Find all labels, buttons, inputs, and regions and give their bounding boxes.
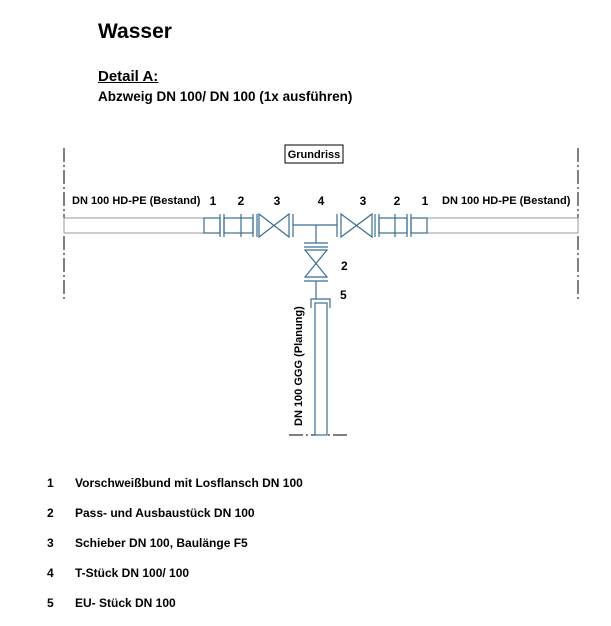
marker: 2 (238, 194, 245, 208)
diagram-stroke: 1 2 3 4 3 2 1 2 5 (210, 194, 429, 302)
right-pipe-label: DN 100 HD-PE (Bestand) (442, 195, 571, 207)
branch-pipe (314, 302, 328, 436)
legend-number: 4 (47, 566, 54, 580)
detail-subtitle: Abzweig DN 100/ DN 100 (1x ausführen) (98, 89, 353, 104)
view-label-box (284, 144, 344, 164)
marker: 5 (340, 288, 347, 302)
legend-number: 1 (47, 476, 54, 490)
eu-piece (310, 298, 331, 308)
gate-valve-right (340, 212, 373, 239)
branch-pipe-label: DN 100 GGG (Planung) (293, 306, 305, 426)
legend-number: 2 (47, 506, 54, 520)
marker: 2 (394, 194, 401, 208)
flange-collar-left (203, 217, 221, 234)
gate-valve-branch (303, 249, 329, 278)
dismantling-piece-right (378, 217, 408, 234)
left-existing-pipe (63, 217, 205, 234)
legend-number: 5 (47, 596, 54, 610)
legend-text: T-Stück DN 100/ 100 (75, 566, 190, 580)
diagram-stroke (63, 148, 579, 436)
marker: 1 (422, 194, 429, 208)
legend-text: Schieber DN 100, Baulänge F5 (75, 536, 248, 550)
legend-text: EU- Stück DN 100 (75, 596, 176, 610)
diagram-stroke (203, 212, 428, 436)
view-label: Grundriss (288, 149, 341, 161)
left-pipe-label: DN 100 HD-PE (Bestand) (72, 195, 201, 207)
marker: 3 (274, 194, 281, 208)
legend-number: 3 (47, 536, 54, 550)
right-existing-pipe (426, 217, 579, 234)
marker: 4 (318, 194, 325, 208)
legend-text: Vorschweißbund mit Losflansch DN 100 (75, 476, 303, 490)
dismantling-piece-left (223, 217, 254, 234)
marker: 1 (210, 194, 217, 208)
legend-text: Pass- und Ausbaustück DN 100 (75, 506, 255, 520)
page-title: Wasser (98, 20, 172, 43)
detail-heading: Detail A: (98, 68, 159, 85)
flange-collar-right (410, 217, 428, 234)
marker: 3 (360, 194, 367, 208)
gate-valve-left (258, 212, 290, 239)
marker: 2 (341, 259, 348, 273)
